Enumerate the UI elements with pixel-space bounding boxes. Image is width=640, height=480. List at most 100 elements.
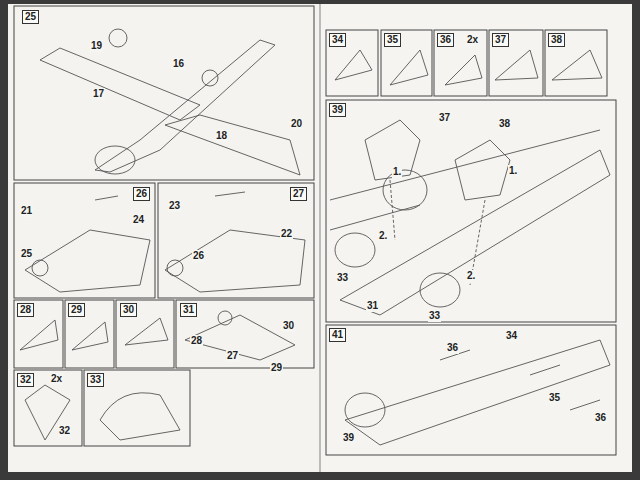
callout-number: 17 <box>92 88 105 100</box>
callout-number-text: 22 <box>281 228 292 239</box>
panel-frames <box>14 6 616 455</box>
callout-number: 33 <box>428 310 441 322</box>
step-number: 39 <box>329 103 346 117</box>
callout-number: 16 <box>172 58 185 70</box>
callout-number: 18 <box>215 130 228 142</box>
callout-number-text: 23 <box>169 200 180 211</box>
step-number: 32 <box>17 373 34 387</box>
step-number-text: 30 <box>123 304 134 315</box>
callout-number-text: 29 <box>271 362 282 373</box>
step-number: 36 <box>437 33 454 47</box>
step-number: 31 <box>180 303 197 317</box>
callout-number-text: 35 <box>549 392 560 403</box>
step-number-text: 34 <box>332 34 343 45</box>
callout-number: 38 <box>498 118 511 130</box>
callout-number: 33 <box>336 272 349 284</box>
callout-number-text: 33 <box>337 272 348 283</box>
step-number-text: 27 <box>293 188 304 199</box>
callout-number: 32 <box>58 425 71 437</box>
step-number-text: 32 <box>20 374 31 385</box>
callout-number-text: 32 <box>59 425 70 436</box>
callout-number: 29 <box>270 362 283 374</box>
step-number: 26 <box>133 187 150 201</box>
aircraft-illustration <box>20 29 610 445</box>
step-number-text: 41 <box>332 329 343 340</box>
callout-number: 1. <box>508 165 518 177</box>
callout-number: 19 <box>90 40 103 52</box>
step-number-text: 39 <box>332 104 343 115</box>
step-number-text: 33 <box>90 374 101 385</box>
callout-number: 27 <box>226 350 239 362</box>
callout-number: 2x <box>50 373 63 385</box>
callout-number: 23 <box>168 200 181 212</box>
callout-number: 34 <box>505 330 518 342</box>
step-number-text: 35 <box>387 34 398 45</box>
callout-number: 20 <box>290 118 303 130</box>
left-page <box>8 4 320 472</box>
callout-number-text: 16 <box>173 58 184 69</box>
step-number: 29 <box>68 303 85 317</box>
step-number-text: 29 <box>71 304 82 315</box>
callout-number: 25 <box>20 248 33 260</box>
callout-number-text: 31 <box>367 300 378 311</box>
callout-number-text: 1. <box>509 165 517 176</box>
callout-number-text: 36 <box>447 342 458 353</box>
step-number: 25 <box>22 10 39 24</box>
callout-number-text: 2x <box>51 373 62 384</box>
step-number-text: 37 <box>495 34 506 45</box>
callout-number-text: 2. <box>467 270 475 281</box>
step-number-text: 28 <box>20 304 31 315</box>
callout-number-text: 2x <box>467 34 478 45</box>
step-number-text: 31 <box>183 304 194 315</box>
step-number: 38 <box>548 33 565 47</box>
callout-number-text: 21 <box>21 205 32 216</box>
step-number-text: 36 <box>440 34 451 45</box>
callout-number-text: 1. <box>393 166 401 177</box>
callout-number: 21 <box>20 205 33 217</box>
callout-number: 36 <box>594 412 607 424</box>
callout-number: 31 <box>366 300 379 312</box>
callout-number-text: 20 <box>291 118 302 129</box>
callout-number: 30 <box>282 320 295 332</box>
callout-number-text: 25 <box>21 248 32 259</box>
right-page <box>320 4 632 472</box>
step-number: 41 <box>329 328 346 342</box>
callout-number: 1. <box>392 166 402 178</box>
callout-number: 36 <box>446 342 459 354</box>
step-number: 35 <box>384 33 401 47</box>
callout-number-text: 34 <box>506 330 517 341</box>
callout-number: 28 <box>190 335 203 347</box>
callout-number-text: 39 <box>343 432 354 443</box>
callout-number-text: 38 <box>499 118 510 129</box>
callout-number: 2x <box>466 34 479 46</box>
step-number: 37 <box>492 33 509 47</box>
callout-number-text: 18 <box>216 130 227 141</box>
callout-number: 26 <box>192 250 205 262</box>
callout-number-text: 36 <box>595 412 606 423</box>
step-number: 33 <box>87 373 104 387</box>
step-number: 30 <box>120 303 137 317</box>
callout-number-text: 17 <box>93 88 104 99</box>
callout-number: 2. <box>466 270 476 282</box>
step-number: 28 <box>17 303 34 317</box>
callout-number-text: 28 <box>191 335 202 346</box>
callout-number-text: 33 <box>429 310 440 321</box>
callout-number-text: 2. <box>379 230 387 241</box>
callout-number: 39 <box>342 432 355 444</box>
callout-number: 2. <box>378 230 388 242</box>
callout-number-text: 27 <box>227 350 238 361</box>
step-number-text: 26 <box>136 188 147 199</box>
callout-number: 24 <box>132 214 145 226</box>
callout-number-text: 37 <box>439 112 450 123</box>
step-number-text: 38 <box>551 34 562 45</box>
step-number-text: 25 <box>25 11 36 22</box>
step-number: 27 <box>290 187 307 201</box>
callout-number-text: 26 <box>193 250 204 261</box>
callout-number: 35 <box>548 392 561 404</box>
step-number: 34 <box>329 33 346 47</box>
callout-number: 37 <box>438 112 451 124</box>
callout-number-text: 30 <box>283 320 294 331</box>
callout-number-text: 19 <box>91 40 102 51</box>
callout-number-text: 24 <box>133 214 144 225</box>
